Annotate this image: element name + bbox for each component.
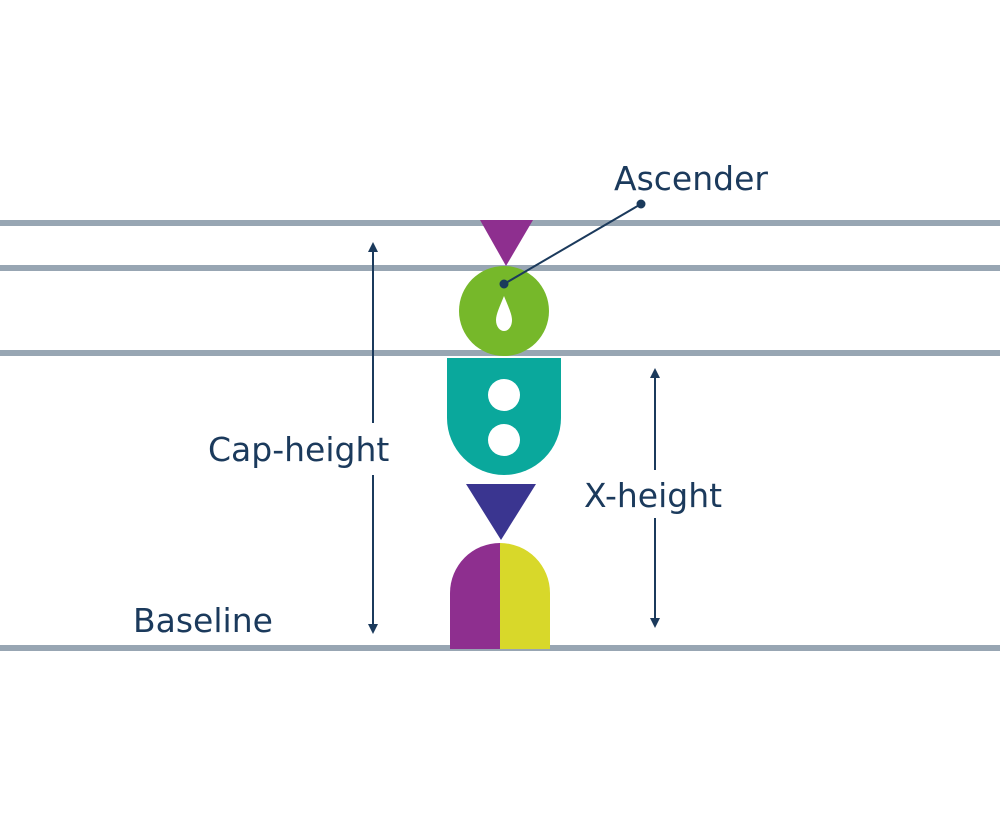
cap-height-arrowhead-down [368,624,378,634]
cap-height-arrow [368,242,378,634]
teal-hole-upper [488,379,520,411]
ascender-pointer-dot-start [499,279,509,289]
letter-figure [447,220,561,649]
cap-height-label: Cap-height [208,430,389,469]
yellow-half-block [500,543,550,649]
x-height-label: X-height [584,476,722,515]
ascender-pointer-dot-end [636,199,646,209]
ascender-pointer [499,199,646,289]
teal-hole-lower [488,424,520,456]
x-height-arrow [650,368,660,628]
teal-u-shape [447,358,561,475]
ascender-triangle [480,220,533,266]
ascender-pointer-line [503,203,642,285]
baseline-label: Baseline [133,601,273,640]
navy-triangle [466,484,536,540]
x-height-arrowhead-down [650,618,660,628]
teardrop-counter [496,296,512,331]
ascender-label: Ascender [614,159,768,198]
cap-height-arrowhead-up [368,242,378,252]
purple-half-block [450,543,500,649]
x-height-arrowhead-up [650,368,660,378]
